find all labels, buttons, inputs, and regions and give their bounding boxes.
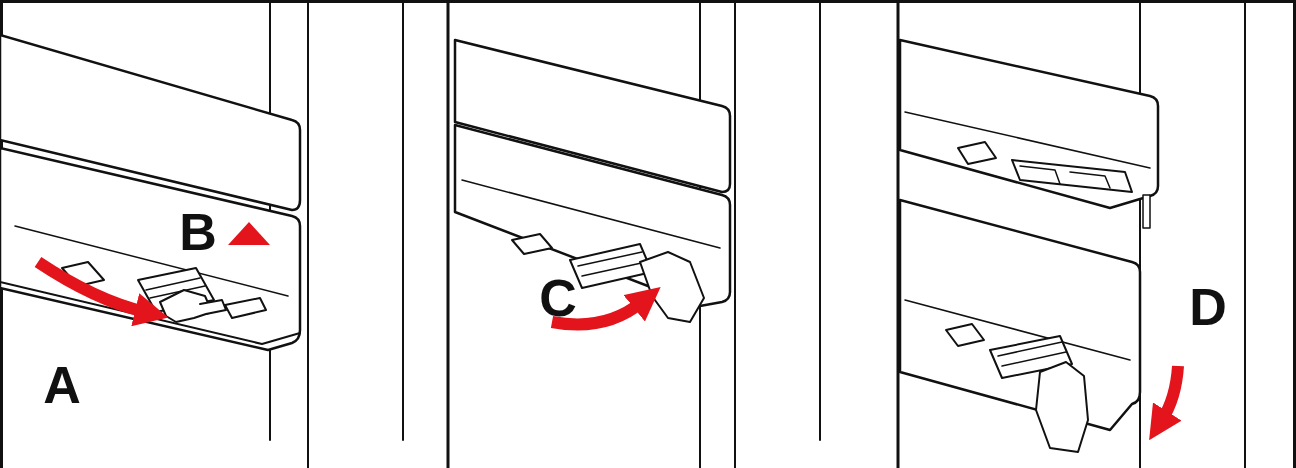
door-edge <box>819 0 821 440</box>
hand <box>1036 362 1088 452</box>
shelf-floor-line <box>462 180 720 248</box>
upper-shelf <box>900 40 1158 208</box>
door-edge <box>307 0 309 468</box>
step-letter: B <box>179 206 217 258</box>
handle-slot <box>570 244 652 288</box>
shelf-floor-line <box>905 112 1150 168</box>
panel-separator <box>447 0 450 468</box>
lowered-shelf <box>900 200 1140 430</box>
latch-tab <box>225 298 266 318</box>
action-arrow <box>38 262 145 312</box>
latch-bracket <box>1012 160 1132 192</box>
latch <box>1020 166 1110 188</box>
latch-slot <box>958 142 996 164</box>
step-letter: A <box>43 359 81 411</box>
hand <box>640 252 704 322</box>
action-arrow <box>1162 366 1178 420</box>
lower-shelf <box>0 148 300 350</box>
step-letter: C <box>539 272 577 324</box>
latch <box>200 300 226 314</box>
door-edge <box>402 0 404 440</box>
slot-rib <box>998 342 1066 366</box>
door-edge <box>734 0 736 468</box>
slot-rib <box>578 252 646 276</box>
step-letter: D <box>1189 281 1227 333</box>
latch-slot <box>512 234 552 254</box>
lift-arrow <box>228 222 270 245</box>
latch-slot <box>946 324 984 346</box>
door-hook <box>1143 195 1150 228</box>
door-edge <box>1244 0 1246 468</box>
